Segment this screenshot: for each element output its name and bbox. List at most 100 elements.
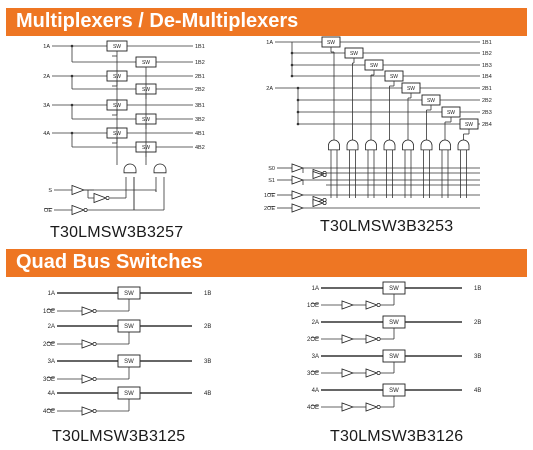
buffer-gate: [341, 300, 355, 310]
switch-label: SW: [407, 86, 415, 92]
inversion-bubble: [92, 342, 97, 346]
input-pin-label: 4A: [312, 388, 319, 394]
output-pin-label: 3B: [474, 354, 481, 360]
output-pin-label: 1B2: [482, 51, 492, 57]
inversion-bubble: [92, 309, 97, 313]
and-gate: [439, 139, 451, 151]
switch-label: SW: [124, 324, 134, 330]
enable-pin-label: 3OE: [307, 371, 319, 377]
buffer-gate: [71, 204, 86, 216]
part-label-3253: T30LMSW3B3253: [320, 218, 454, 235]
switch-label: SW: [327, 40, 335, 46]
inversion-bubble: [322, 201, 327, 205]
inversion-bubble: [376, 405, 381, 409]
and-gate: [383, 139, 396, 151]
output-pin-label: 2B: [204, 324, 211, 330]
inversion-bubble: [105, 196, 110, 200]
output-pin-label: 3B: [204, 359, 211, 365]
buffer-gate: [81, 339, 95, 349]
buffer-gate: [71, 184, 86, 196]
output-pin-label: 2B1: [482, 86, 492, 92]
switch-label: SW: [142, 60, 150, 66]
switch-label: SW: [389, 320, 399, 326]
output-pin-label: 1B2: [195, 60, 205, 66]
and-gate: [457, 139, 470, 151]
control-pin-label: S0: [268, 166, 275, 172]
output-pin-label: 2B1: [195, 74, 205, 80]
output-pin-label: 2B4: [482, 122, 492, 128]
input-pin-label: 3A: [312, 354, 319, 360]
junction-dot: [70, 103, 74, 107]
buffer-gate: [291, 190, 305, 200]
enable-pin-label: 4OE: [307, 405, 319, 411]
output-pin-label: 1B4: [482, 74, 492, 80]
input-pin-label: 4A: [48, 391, 55, 397]
switch-label: SW: [389, 354, 399, 360]
output-pin-label: 1B3: [482, 63, 492, 69]
input-pin-label: 2A: [48, 324, 55, 330]
junction-dot: [296, 110, 300, 114]
input-pin-label: 3A: [43, 103, 50, 109]
buffer-gate: [365, 402, 379, 412]
buffer-gate: [291, 175, 305, 185]
junction-dot: [290, 63, 294, 67]
switch-label: SW: [124, 359, 134, 365]
buffer-gate: [312, 198, 325, 208]
junction-dot: [290, 74, 294, 78]
output-pin-label: 4B: [204, 391, 211, 397]
switch-label: SW: [124, 391, 134, 397]
bus-section-title: Quad Bus Switches: [16, 251, 203, 273]
switch-label: SW: [113, 44, 121, 50]
part-label-3257: T30LMSW3B3257: [50, 224, 184, 241]
output-pin-label: 1B1: [482, 40, 492, 46]
buffer-gate: [341, 334, 355, 344]
switch-label: SW: [389, 286, 399, 292]
input-pin-label: 1A: [312, 286, 319, 292]
inversion-bubble: [92, 409, 97, 413]
junction-dot: [70, 74, 74, 78]
part-label-3126: T30LMSW3B3126: [330, 428, 464, 445]
switch-label: SW: [370, 63, 378, 69]
inversion-bubble: [376, 303, 381, 307]
junction-dot: [296, 98, 300, 102]
and-gate: [402, 139, 414, 151]
control-pin-label: S: [48, 188, 52, 194]
junction-dot: [296, 122, 300, 126]
buffer-gate: [312, 170, 325, 180]
buffer-gate: [291, 203, 305, 213]
mux-section-banner: Multiplexers / De-Multiplexers: [6, 8, 527, 36]
part-label-3125: T30LMSW3B3125: [52, 428, 186, 445]
enable-pin-label: 2OE: [307, 337, 319, 343]
inversion-bubble: [376, 337, 381, 341]
output-pin-label: 3B1: [195, 103, 205, 109]
and-gate: [346, 139, 359, 151]
switch-label: SW: [427, 98, 435, 104]
output-pin-label: 4B1: [195, 131, 205, 137]
buffer-gate: [81, 374, 95, 384]
input-pin-label: 2A: [266, 86, 273, 92]
input-pin-label: 1A: [48, 291, 55, 297]
output-pin-label: 3B2: [195, 117, 205, 123]
switch-label: SW: [389, 388, 399, 394]
output-pin-label: 1B: [204, 291, 211, 297]
enable-pin-label: 4OE: [43, 409, 55, 415]
output-pin-label: 1B: [474, 286, 481, 292]
switch-label: SW: [124, 291, 134, 297]
mux-section-title: Multiplexers / De-Multiplexers: [16, 10, 299, 32]
and-gate: [123, 163, 137, 174]
buffer-gate: [365, 300, 379, 310]
output-pin-label: 1B1: [195, 44, 205, 50]
buffer-gate: [81, 406, 95, 416]
buffer-gate: [81, 306, 95, 316]
junction-dot: [70, 44, 74, 48]
output-pin-label: 4B: [474, 388, 481, 394]
junction-dot: [70, 131, 74, 135]
input-pin-label: 3A: [48, 359, 55, 365]
and-gate: [420, 139, 433, 151]
buffer-gate: [341, 368, 355, 378]
enable-pin-label: 1OE: [307, 303, 319, 309]
